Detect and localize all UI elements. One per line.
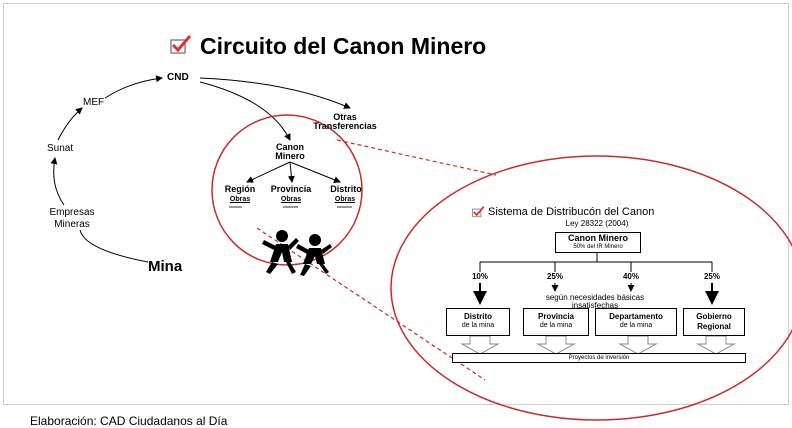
percent-gobierno: 25% xyxy=(703,272,720,281)
zoom-circle-outline xyxy=(390,155,792,421)
recipient-provincia: Provincia de la mina xyxy=(523,308,589,336)
label-empresas: Empresas xyxy=(49,207,95,218)
recipient-departamento-name: Departamento xyxy=(609,312,663,321)
label-obras-region: Obras xyxy=(229,196,251,203)
small-circle-outline xyxy=(211,114,363,266)
label-cnd: CND xyxy=(167,72,189,83)
label-provincia: Provincia xyxy=(270,184,312,194)
label-mineras: Mineras xyxy=(54,219,90,230)
recipient-provincia-name: Provincia xyxy=(537,312,574,321)
recipient-gobierno-sub: Regional xyxy=(697,322,731,331)
hollow-arrow-2 xyxy=(536,335,576,355)
label-otras: Otras xyxy=(333,112,357,122)
projects-bar: Proyectos de inversión xyxy=(452,353,746,363)
recipient-departamento: Departamento de la mina xyxy=(595,308,677,336)
recipient-gobierno-name: Gobierno xyxy=(696,312,732,321)
percent-departamento: 40% xyxy=(622,272,639,281)
recipient-provincia-sub: de la mina xyxy=(539,322,573,329)
recipient-departamento-sub: de la mina xyxy=(619,322,653,329)
label-minero: Minero xyxy=(275,151,305,161)
canon-minero-box: Canon Minero 50% del IR Minero xyxy=(555,232,641,253)
page-title: Circuito del Canon Minero xyxy=(200,33,487,59)
label-mina: Mina xyxy=(148,258,183,275)
dancing-figures-icon xyxy=(262,230,332,276)
hollow-arrow-1 xyxy=(460,335,500,355)
label-mef: MEF xyxy=(83,97,105,108)
percent-distrito: 10% xyxy=(471,272,488,281)
zoom-line-bottom xyxy=(256,227,486,381)
zoom-line-top xyxy=(336,139,497,176)
label-sunat: Sunat xyxy=(47,143,74,154)
recipient-distrito-name: Distrito xyxy=(464,312,492,321)
label-obras-provincia: Obras xyxy=(280,196,302,203)
zoom-title: Sistema de Distribucón del Canon xyxy=(488,206,655,218)
label-canon: Canon xyxy=(276,142,304,152)
arc-mef-cnd xyxy=(104,75,163,99)
checkbox-icon-small xyxy=(472,206,485,218)
hollow-arrow-4 xyxy=(696,335,736,355)
recipient-distrito: Distrito de la mina xyxy=(446,308,510,336)
arrow-cnd-otras xyxy=(199,77,351,109)
canon-minero-title: Canon Minero xyxy=(568,233,628,243)
label-distrito: Distrito xyxy=(330,184,362,194)
checkbox-icon xyxy=(170,35,192,54)
needs-line-1: según necesidades básicas xyxy=(545,293,645,302)
canon-minero-sub: 50% del IR Minero xyxy=(573,244,623,250)
slide-frame xyxy=(3,3,789,405)
footer-credit: Elaboración: CAD Ciudadanos al Día xyxy=(30,414,228,428)
recipient-distrito-sub: de la mina xyxy=(461,322,495,329)
label-transferencias: Transferencias xyxy=(313,121,377,131)
arc-mina-empresas xyxy=(79,229,149,263)
arc-empresas-sunat xyxy=(50,157,65,206)
needs-line-2: insatisfechas xyxy=(571,301,619,310)
percent-provincia: 25% xyxy=(546,272,563,281)
label-obras-distrito: Obras xyxy=(334,196,356,203)
zoom-law: Ley 28322 (2004) xyxy=(565,219,629,228)
recipient-gobierno: Gobierno Regional xyxy=(683,308,745,336)
arrow-cnd-canon xyxy=(199,81,291,141)
label-region: Región xyxy=(224,184,256,194)
arc-sunat-mef xyxy=(57,107,83,141)
hollow-arrow-3 xyxy=(618,335,658,355)
